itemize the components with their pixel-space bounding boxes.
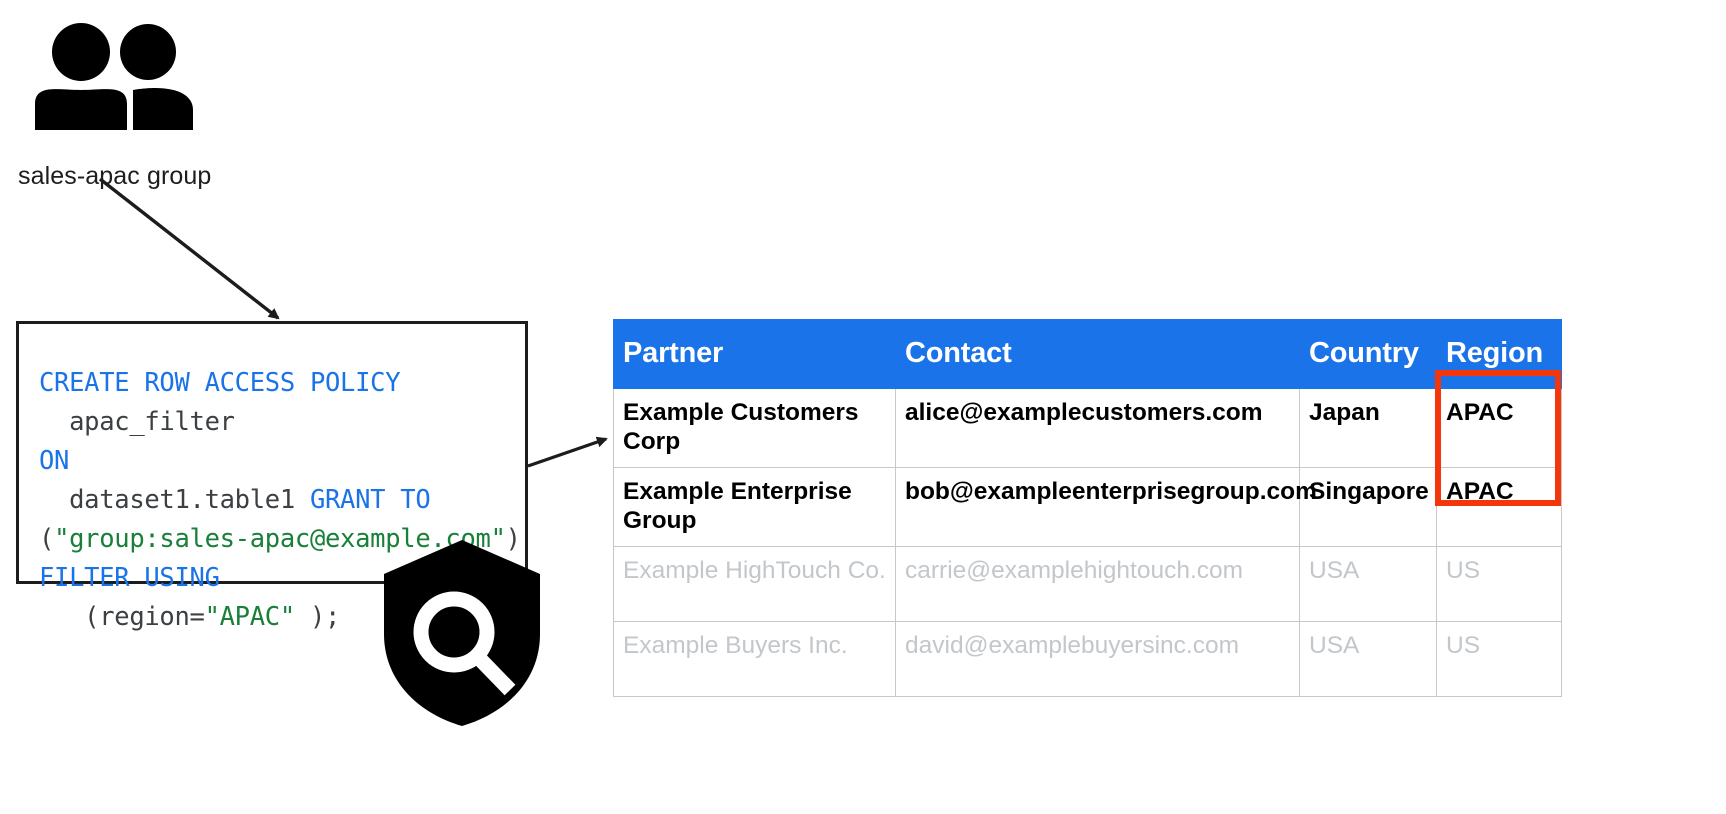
- table-row[interactable]: Example HighTouch Co.carrie@examplehight…: [613, 546, 1562, 622]
- code-token: (: [39, 523, 55, 554]
- code-token: CREATE ROW ACCESS POLICY: [39, 367, 401, 398]
- arrow-group-to-policy: [98, 177, 280, 320]
- cell-region: APAC: [1436, 467, 1562, 547]
- cell-partner: Example HighTouch Co.: [613, 546, 896, 622]
- code-token: GRANT TO: [309, 484, 431, 515]
- cell-contact: carrie@examplehightouch.com: [895, 546, 1300, 622]
- arrow-policy-to-table: [527, 436, 608, 468]
- column-header-country[interactable]: Country: [1299, 319, 1437, 389]
- column-header-partner[interactable]: Partner: [613, 319, 896, 389]
- cell-region: APAC: [1436, 388, 1562, 468]
- cell-contact: bob@exampleenterprisegroup.com: [895, 467, 1317, 547]
- partner-table: Partner Contact Country Region Example C…: [613, 319, 1562, 697]
- group-node: sales-apac group: [18, 22, 318, 190]
- row-access-policy-box: CREATE ROW ACCESS POLICY apac_filter ON …: [16, 321, 528, 632]
- cell-contact: david@examplebuyersinc.com: [895, 621, 1300, 697]
- code-token: );: [294, 601, 341, 632]
- column-header-region[interactable]: Region: [1436, 319, 1562, 389]
- code-token: dataset1.table1: [39, 484, 310, 515]
- group-label: sales-apac group: [18, 162, 212, 190]
- code-token: (region=: [39, 601, 205, 632]
- cell-partner: Example Buyers Inc.: [613, 621, 896, 697]
- cell-region: US: [1436, 621, 1562, 697]
- shield-search-icon: [384, 540, 540, 726]
- people-group-icon: [35, 23, 193, 130]
- policy-sql-code: CREATE ROW ACCESS POLICY apac_filter ON …: [39, 364, 521, 637]
- code-token: "group:sales-apac@example.com": [54, 523, 506, 554]
- code-token: "APAC": [204, 601, 296, 632]
- code-token: FILTER USING: [39, 562, 220, 593]
- code-token: ON: [39, 445, 70, 476]
- cell-partner: Example Customers Corp: [613, 388, 896, 468]
- cell-country: Singapore: [1299, 467, 1437, 547]
- column-header-contact[interactable]: Contact: [895, 319, 1300, 389]
- cell-partner: Example Enterprise Group: [613, 467, 896, 547]
- cell-country: USA: [1299, 621, 1437, 697]
- cell-country: USA: [1299, 546, 1437, 622]
- cell-country: Japan: [1299, 388, 1437, 468]
- code-token: ): [505, 523, 521, 554]
- table-row[interactable]: Example Buyers Inc.david@examplebuyersin…: [613, 621, 1562, 697]
- cell-region: US: [1436, 546, 1562, 622]
- code-token: apac_filter: [39, 406, 235, 437]
- cell-contact: alice@examplecustomers.com: [895, 388, 1300, 468]
- table-header-row: Partner Contact Country Region: [613, 319, 1562, 389]
